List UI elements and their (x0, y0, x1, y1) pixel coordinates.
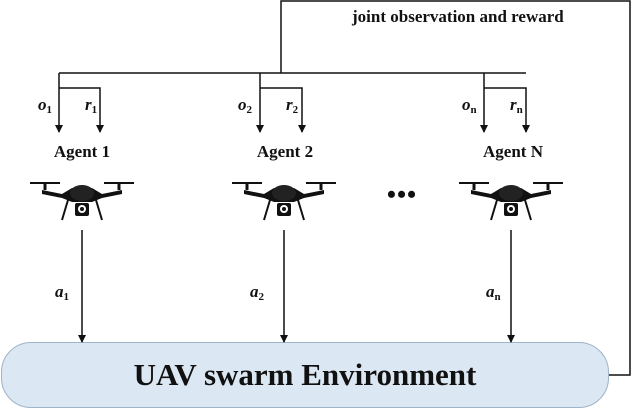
agent-label-n: Agent N (483, 142, 543, 161)
agent-label-2: Agent 2 (256, 142, 314, 161)
obs-symbol-1: o1 (38, 95, 52, 116)
drone-icon (30, 182, 134, 221)
rew-symbol-1: r1 (85, 95, 98, 116)
drone-icon (459, 182, 563, 221)
agent-label-1: Agent 1 (53, 142, 111, 161)
environment-label: UAV swarm Environment (133, 357, 477, 392)
rew-symbol-n: rn (510, 95, 523, 116)
environment-box (1, 342, 609, 408)
obs-symbol-2: o2 (238, 95, 252, 116)
drone-icon (232, 182, 336, 221)
obs-symbol-n: on (462, 95, 477, 116)
rew-arrow-1 (59, 87, 104, 133)
action-symbol-1: a1 (55, 282, 69, 303)
action-symbol-2: a2 (250, 282, 264, 303)
action-symbol-n: an (486, 282, 501, 303)
rew-arrow-2 (260, 87, 306, 133)
ellipsis: ••• (386, 180, 418, 209)
feedback-label: joint observation and reward (352, 7, 564, 26)
rew-arrow-n (484, 87, 530, 133)
feedback-loop-line (280, 0, 631, 376)
rew-symbol-2: r2 (286, 95, 299, 116)
